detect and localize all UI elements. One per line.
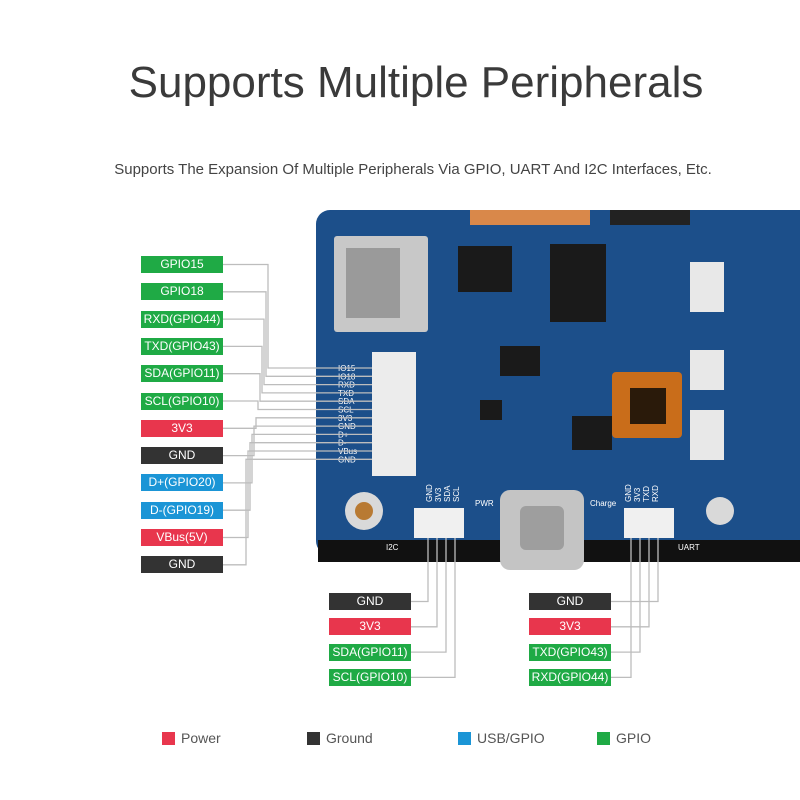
legend-swatch bbox=[162, 731, 175, 745]
uart-pin-wire bbox=[611, 538, 641, 653]
fpc-connector bbox=[470, 210, 590, 225]
left-pin-wire bbox=[223, 442, 372, 511]
legend-swatch bbox=[458, 731, 471, 745]
i2c-pin-label: GND bbox=[329, 593, 411, 610]
left-pin-label: GND bbox=[141, 556, 223, 574]
i2c-silk-label: I2C bbox=[386, 543, 399, 552]
wire-layer bbox=[223, 263, 659, 679]
left-pin-wire bbox=[223, 263, 372, 369]
pcb bbox=[316, 210, 800, 555]
uart-pin-wire bbox=[611, 538, 632, 679]
legend-item: GPIO bbox=[597, 730, 651, 746]
uart-silk-label: UART bbox=[678, 543, 700, 552]
usb-c-opening bbox=[520, 506, 564, 550]
legend-item: Ground bbox=[307, 730, 373, 746]
left-pin-label: VBus(5V) bbox=[141, 529, 223, 546]
i2c-pin-wire bbox=[411, 538, 456, 679]
left-pin-label: GND bbox=[141, 447, 223, 465]
uart-silk-pin: RXD bbox=[651, 485, 660, 502]
left-pin-label: 3V3 bbox=[141, 419, 223, 437]
uart-connector bbox=[624, 508, 674, 538]
left-pin-label: RXD(GPIO44) bbox=[141, 310, 223, 328]
chip-1 bbox=[458, 246, 512, 292]
mounting-hole-inner bbox=[355, 502, 373, 520]
i2c-pin-label: SCL(GPIO10) bbox=[329, 668, 411, 686]
legend-label: Power bbox=[181, 730, 221, 746]
charge-silk-label: Charge bbox=[590, 499, 617, 508]
page-subtitle: Supports The Expansion Of Multiple Perip… bbox=[114, 161, 712, 178]
legend-swatch bbox=[597, 731, 610, 745]
uart-pin-label: TXD(GPIO43) bbox=[529, 643, 611, 661]
side-connector-2 bbox=[690, 350, 724, 390]
left-pin-wire bbox=[223, 291, 372, 377]
uart-silk-pin: GND bbox=[624, 484, 633, 502]
chip-5 bbox=[480, 400, 502, 420]
uart-pin-wire bbox=[611, 538, 650, 628]
i2c-silk-pin: 3V3 bbox=[434, 487, 443, 502]
left-pin-wire bbox=[223, 318, 372, 386]
left-pin-label: SCL(GPIO10) bbox=[141, 392, 223, 410]
pwr-silk-label: PWR bbox=[475, 499, 494, 508]
uart-pin-label: 3V3 bbox=[529, 618, 611, 636]
left-pin-wire bbox=[223, 458, 372, 566]
legend-item: USB/GPIO bbox=[458, 730, 545, 746]
legend-label: USB/GPIO bbox=[477, 730, 545, 746]
uart-silk-pin: 3V3 bbox=[633, 487, 642, 502]
left-pin-wire bbox=[223, 400, 372, 411]
left-pin-label: TXD(GPIO43) bbox=[141, 337, 223, 355]
uart-silk-pin: TXD bbox=[642, 486, 651, 502]
left-pin-label: GPIO18 bbox=[141, 283, 223, 301]
left-pin-wire bbox=[223, 417, 372, 429]
chip-3 bbox=[500, 346, 540, 376]
uart-pin-label: GND bbox=[529, 593, 611, 610]
left-pin-label: D+(GPIO20) bbox=[141, 474, 223, 492]
chip-2 bbox=[550, 244, 606, 322]
left-pin-label: GPIO15 bbox=[141, 256, 223, 273]
i2c-pin-label: 3V3 bbox=[329, 618, 411, 636]
header-connector bbox=[372, 352, 416, 476]
left-pin-wire bbox=[223, 345, 372, 394]
chip-orange-die bbox=[630, 388, 666, 424]
page-title: Supports Multiple Peripherals bbox=[128, 58, 704, 107]
side-connector-1 bbox=[690, 262, 724, 312]
legend-swatch bbox=[307, 731, 320, 745]
chip-4 bbox=[572, 416, 612, 450]
i2c-silk-pin: SCL bbox=[452, 486, 461, 502]
sd-card-cavity bbox=[346, 248, 400, 318]
left-pin-label: D-(GPIO19) bbox=[141, 501, 223, 519]
i2c-pin-wire bbox=[411, 538, 429, 603]
uart-pin-wire bbox=[611, 538, 659, 603]
i2c-silk-pin: GND bbox=[425, 484, 434, 502]
i2c-pin-label: SDA(GPIO11) bbox=[329, 643, 411, 661]
mounting-hole-2 bbox=[706, 497, 734, 525]
legend-label: GPIO bbox=[616, 730, 652, 746]
i2c-connector bbox=[414, 508, 464, 538]
i2c-silk-pin: SDA bbox=[443, 485, 452, 502]
legend-item: Power bbox=[162, 730, 221, 746]
left-pin-label: SDA(GPIO11) bbox=[141, 365, 223, 383]
left-pin-wire bbox=[223, 373, 372, 402]
left-pin-wire bbox=[223, 450, 372, 539]
i2c-pin-wire bbox=[411, 538, 447, 653]
i2c-pin-wire bbox=[411, 538, 438, 628]
side-connector-3 bbox=[690, 410, 724, 460]
left-pin-wire bbox=[223, 425, 372, 457]
uart-pin-label: RXD(GPIO44) bbox=[529, 668, 611, 686]
legend-label: Ground bbox=[326, 730, 373, 746]
battery-connector bbox=[610, 210, 690, 225]
